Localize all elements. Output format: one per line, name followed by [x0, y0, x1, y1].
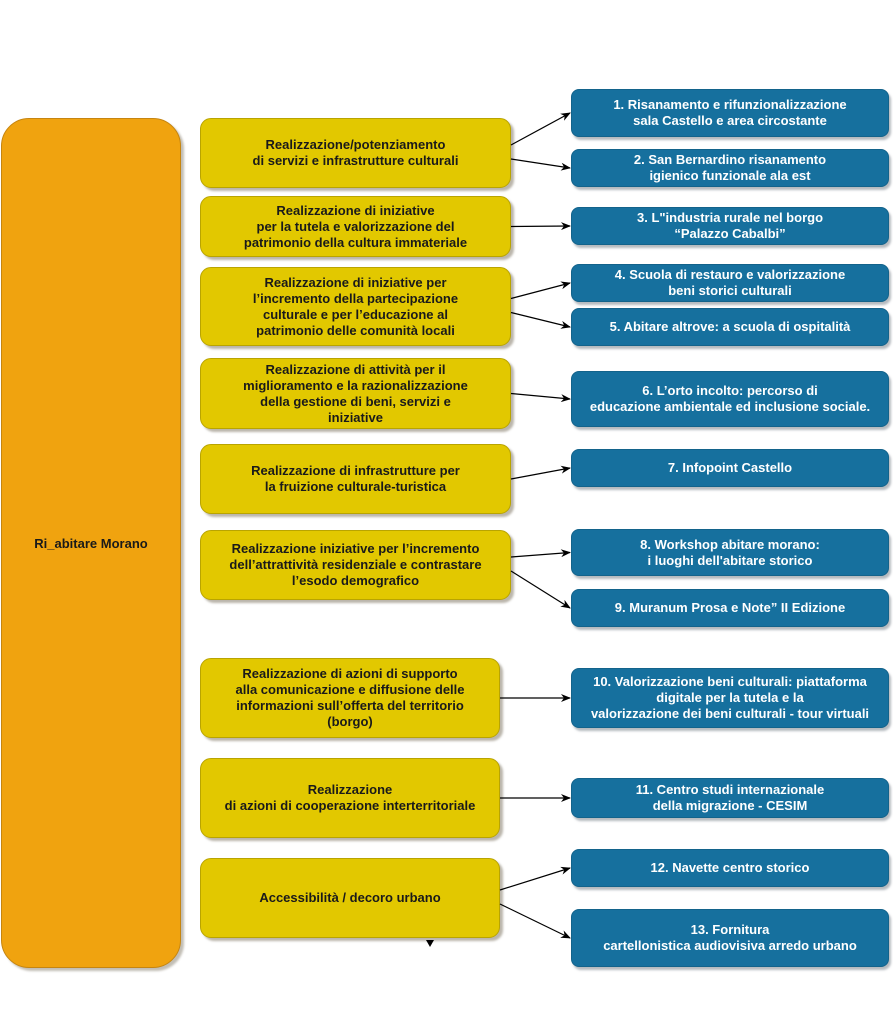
project-node: 7. Infopoint Castello [571, 449, 889, 487]
root-node: Ri_abitare Morano [1, 118, 181, 968]
project-label: 2. San Bernardino risanamento igienico f… [633, 152, 827, 183]
project-node: 8. Workshop abitare morano: i luoghi del… [571, 529, 889, 576]
project-label: 8. Workshop abitare morano: i luoghi del… [640, 536, 820, 568]
project-node: 12. Navette centro storico [571, 849, 889, 887]
objective-node: Accessibilità / decoro urbano [200, 858, 500, 938]
connector-arrow [510, 392, 571, 403]
project-label: 13. Fornitura cartellonistica audiovisiv… [603, 922, 857, 953]
connector-arrow [499, 866, 571, 891]
project-node: 9. Muranum Prosa e Note” II Edizione [571, 589, 889, 627]
objective-label: Realizzazione di azioni di cooperazione … [224, 782, 476, 813]
objective-node: Realizzazione di infrastrutture per la f… [200, 444, 511, 514]
connector-arrow [510, 222, 571, 231]
connector-arrow [510, 112, 571, 146]
connector-arrow [510, 311, 571, 329]
connector-arrow [510, 465, 571, 480]
objective-label: Realizzazione di azioni di supporto alla… [235, 666, 465, 729]
stray-arrowhead-icon [426, 940, 434, 947]
objective-node: Realizzazione di iniziative per l’increm… [200, 267, 511, 346]
objective-label: Realizzazione/potenziamento di servizi e… [252, 137, 459, 168]
objective-label: Realizzazione di attività per il miglior… [243, 361, 468, 425]
objective-node: Realizzazione/potenziamento di servizi e… [200, 118, 511, 188]
project-label: 12. Navette centro storico [650, 860, 810, 875]
project-node: 1. Risanamento e rifunzionalizzazione sa… [571, 89, 889, 137]
connector-arrow [499, 903, 571, 939]
project-label: 7. Infopoint Castello [667, 460, 793, 475]
project-node: 13. Fornitura cartellonistica audiovisiv… [571, 909, 889, 967]
project-node: 11. Centro studi internazionale della mi… [571, 778, 889, 818]
objective-label: Realizzazione iniziative per l’increment… [229, 541, 482, 588]
connector-arrow [510, 281, 571, 300]
project-node: 4. Scuola di restauro e valorizzazione b… [571, 264, 889, 302]
connector-arrow [510, 549, 571, 558]
project-label: 6. L’orto incolto: percorso di educazion… [589, 383, 871, 414]
objective-node: Realizzazione iniziative per l’increment… [200, 530, 511, 600]
project-label: 10. Valorizzazione beni culturali: piatt… [590, 674, 870, 721]
connector-arrow [510, 158, 571, 171]
project-label: 5. Abitare altrove: a scuola di ospitali… [609, 319, 851, 334]
project-node: 6. L’orto incolto: percorso di educazion… [571, 371, 889, 427]
objective-node: Realizzazione di azioni di supporto alla… [200, 658, 500, 738]
objective-node: Realizzazione di azioni di cooperazione … [200, 758, 500, 838]
connector-arrow [510, 570, 571, 609]
project-label: 3. L"industria rurale nel borgo “Palazzo… [636, 210, 824, 241]
project-node: 10. Valorizzazione beni culturali: piatt… [571, 668, 889, 728]
objective-label: Realizzazione di iniziative per la tutel… [243, 202, 468, 250]
objective-label: Realizzazione di infrastrutture per la f… [251, 463, 460, 494]
project-node: 5. Abitare altrove: a scuola di ospitali… [571, 308, 889, 346]
objective-label: Accessibilità / decoro urbano [259, 890, 441, 905]
project-label: 9. Muranum Prosa e Note” II Edizione [614, 600, 846, 615]
project-label: 11. Centro studi internazionale della mi… [635, 782, 825, 813]
project-node: 2. San Bernardino risanamento igienico f… [571, 149, 889, 187]
root-label: Ri_abitare Morano [34, 535, 148, 551]
objective-label: Realizzazione di iniziative per l’increm… [252, 274, 459, 338]
objective-node: Realizzazione di iniziative per la tutel… [200, 196, 511, 257]
project-label: 1. Risanamento e rifunzionalizzazione sa… [613, 97, 847, 128]
project-label: 4. Scuola di restauro e valorizzazione b… [614, 267, 846, 298]
objective-node: Realizzazione di attività per il miglior… [200, 358, 511, 429]
project-node: 3. L"industria rurale nel borgo “Palazzo… [571, 207, 889, 245]
